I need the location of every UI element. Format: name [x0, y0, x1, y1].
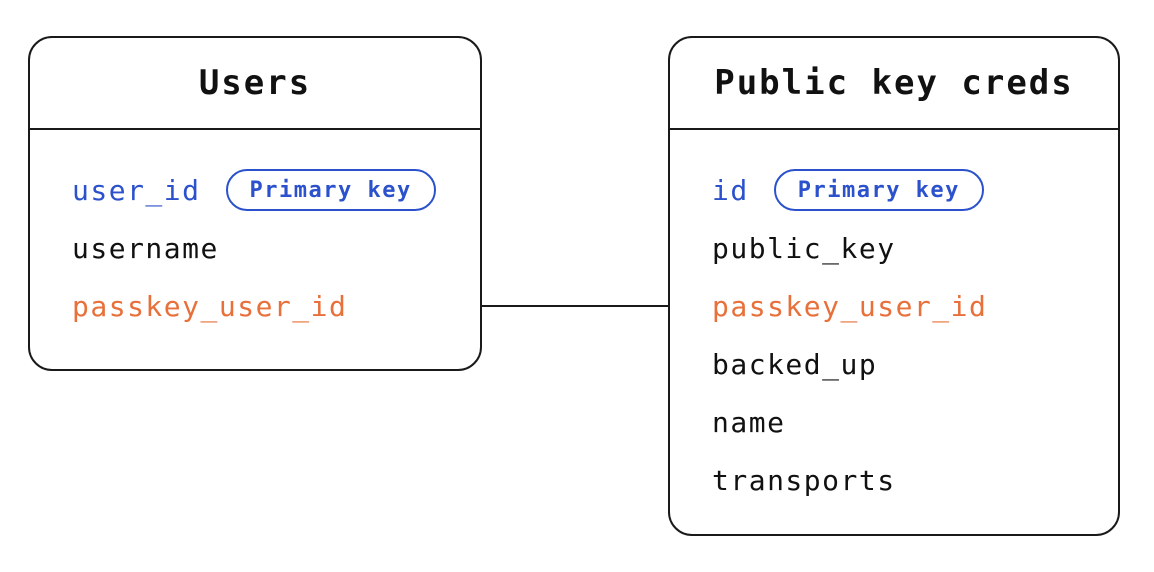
table-public-key-creds-header: Public key creds [670, 38, 1118, 130]
table-public-key-creds-fields: id Primary key public_key passkey_user_i… [670, 130, 1118, 502]
field-row-backed-up: backed_up [712, 342, 1098, 386]
field-row-user-id: user_id Primary key [72, 168, 460, 212]
field-row-transports: transports [712, 458, 1098, 502]
field-row-name: name [712, 400, 1098, 444]
field-passkey-user-id: passkey_user_id [72, 289, 348, 323]
table-users-title: Users [198, 63, 312, 103]
primary-key-badge: Primary key [773, 169, 984, 211]
field-transports: transports [712, 463, 896, 497]
table-public-key-creds-title: Public key creds [714, 63, 1074, 103]
table-public-key-creds: Public key creds id Primary key public_k… [668, 36, 1120, 536]
field-row-passkey-user-id: passkey_user_id [712, 284, 1098, 328]
table-users-fields: user_id Primary key username passkey_use… [30, 130, 480, 328]
field-backed-up: backed_up [712, 347, 878, 381]
relationship-line [482, 305, 668, 307]
field-name: name [712, 405, 786, 439]
field-row-username: username [72, 226, 460, 270]
field-user-id: user_id [72, 173, 201, 207]
field-row-passkey-user-id: passkey_user_id [72, 284, 460, 328]
table-users-header: Users [30, 38, 480, 130]
field-id: id [712, 173, 749, 207]
field-row-id: id Primary key [712, 168, 1098, 212]
table-users: Users user_id Primary key username passk… [28, 36, 482, 371]
primary-key-badge: Primary key [225, 169, 436, 211]
field-row-public-key: public_key [712, 226, 1098, 270]
field-username: username [72, 231, 219, 265]
field-public-key: public_key [712, 231, 896, 265]
field-passkey-user-id: passkey_user_id [712, 289, 988, 323]
